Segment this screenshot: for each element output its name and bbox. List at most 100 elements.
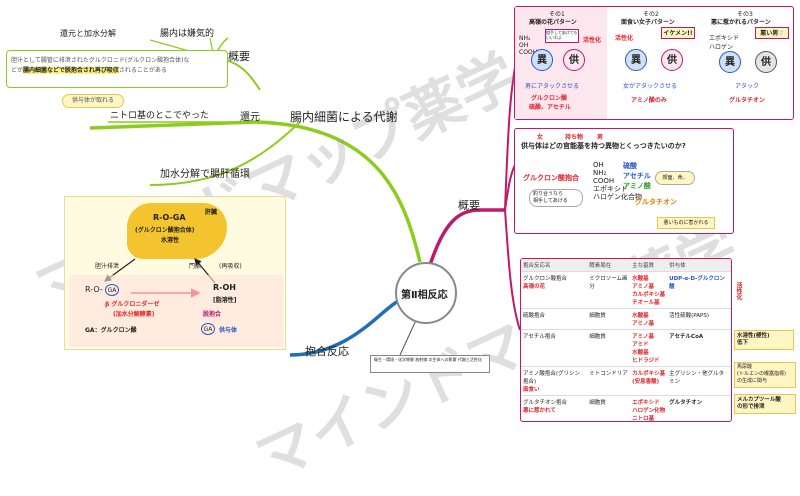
row-donor: 主グリシン・他グルタミン	[667, 366, 731, 396]
water-soluble: 水溶性	[161, 237, 180, 244]
rogA-sub: (グルクロン酸抱合体)	[135, 227, 195, 234]
liver-shape	[127, 203, 227, 259]
pattern-1: その1 高嶺の花パターン NH₂ OH COOH 相手してあげてもいいわよ 活性…	[515, 7, 607, 119]
pattern-2-bottom-a: アミノ酸のみ	[631, 97, 667, 104]
node-nitro[interactable]: ニトロ基のとこでやった	[110, 111, 210, 121]
portal-label: 門脈	[189, 263, 202, 270]
row-sub: カルボキシ基 (安息香酸)	[630, 366, 668, 396]
node-conjugation[interactable]: 抱合反応	[305, 345, 349, 358]
pattern-2-kyo: 供	[661, 49, 683, 71]
col-location: 酵素局在	[587, 259, 631, 272]
row-loc: 細胞質	[587, 395, 631, 421]
node-reduction[interactable]: 還元	[240, 112, 260, 123]
center-title: 第Ⅱ相反応	[401, 290, 448, 301]
pattern-2-left: 活性化	[615, 35, 634, 42]
node-overview[interactable]: 概要	[458, 199, 480, 212]
top-holding: 持ち物	[565, 134, 584, 141]
enzyme-sub: (加水分解酵素)	[113, 311, 155, 318]
center-note: 衛生・環境・化学物質 放射線 の生体への影響 代謝と活性化	[370, 355, 490, 373]
table-note-1: 水溶性(極性) 低下	[734, 330, 794, 350]
center-node[interactable]: 第Ⅱ相反応	[395, 262, 457, 324]
bile-label: 胆汁排泄	[95, 263, 120, 270]
pattern-3: その3 悪に惹かれるパターン エポキシド ハロゲン 悪い男♡ 異 供 アタック …	[703, 7, 795, 119]
pattern-1-active: 活性化	[583, 37, 602, 44]
ro-left: R-O-	[85, 285, 103, 294]
row-loc: ミトコンドリア	[587, 366, 631, 396]
pattern-2-bubble: イケメン!!	[661, 27, 695, 39]
bubble-left: 釣り合うなら 相手してあげる	[529, 189, 583, 207]
row-name: 硫酸抱合	[521, 308, 588, 330]
node-summary-label[interactable]: 概要	[228, 50, 250, 63]
pattern-2-iso: 異	[625, 49, 647, 71]
row-name: アセチル抱合	[521, 329, 588, 367]
acetyl-label: アセチル	[623, 172, 651, 180]
row-name-text: グルタチオン抱合	[523, 400, 568, 406]
row-name: グルタチオン抱合悪に惹かれて	[521, 395, 588, 421]
pattern-3-left: エポキシド ハロゲン	[709, 35, 740, 51]
pattern-1-attack: 男にアタックさせる	[525, 83, 580, 90]
col-name: 抱合反応名	[521, 259, 588, 272]
table-row: 硫酸抱合 細胞質 水酸基 アミノ基 活性硫酸(PAPS)	[521, 308, 731, 330]
roh-label: R-OH	[213, 283, 236, 292]
summary-text-line2: どが腸内細菌などで脱抱合され再び吸収されることがある	[11, 65, 167, 74]
supply-tag: 供与体が取れる	[62, 94, 124, 108]
functional-groups: OH NH₂ COOH エポキシド ハロゲン化合物	[593, 161, 642, 201]
row-donor: アセチルCoA	[667, 329, 731, 367]
row-name-text: アミノ酸抱合(グリシン抱合)	[523, 371, 581, 385]
intestine-zone	[69, 275, 283, 347]
row-sub: アミノ基 アミド 水酸基 ヒドラジド	[630, 329, 668, 367]
pattern-2: その2 面食い女子パターン 活性化 イケメン!! 異 供 女がアタックさせる ア…	[609, 7, 701, 119]
row-name-text: グルクロン酸抱合	[523, 276, 568, 282]
pattern-3-num: その3	[737, 11, 753, 18]
donor-label: 供与体	[219, 327, 238, 334]
pattern-3-iso: 異	[719, 51, 741, 73]
pattern-2-num: その2	[643, 11, 659, 18]
row-name-red: 面食い	[523, 387, 540, 393]
deconj-label: 脱抱合	[203, 311, 222, 318]
enzyme-label: β グルクロニダーゼ	[105, 301, 160, 308]
conjugation-table: 抱合反応名 酵素局在 主な基質 供与体 グルクロン酸抱合高嶺の花 ミクロソーム画…	[521, 259, 731, 421]
pattern-3-bottom-a: グルタチオン	[729, 97, 766, 104]
table-header: 抱合反応名 酵素局在 主な基質 供与体	[521, 259, 731, 272]
table-active-side: 活性化	[735, 282, 742, 300]
node-reduce-hydrolysis[interactable]: 還元と加水分解	[60, 29, 116, 38]
glucuronide-label: グルクロン酸抱合	[523, 174, 579, 182]
liver-label: 肝臓	[205, 209, 218, 216]
col-donor: 供与体	[667, 259, 731, 272]
pattern-1-left: NH₂ OH COOH	[519, 35, 538, 56]
rogA-label: R-O-GA	[153, 213, 186, 222]
row-name-red: 高嶺の花	[523, 284, 546, 290]
node-anaerobic[interactable]: 腸内は嫌気的	[160, 29, 215, 39]
table-note-2: 馬尿酸 (トルエンの曝露指標) の生成に関与	[734, 362, 796, 388]
pattern-1-title: 高嶺の花パターン	[529, 19, 577, 26]
pattern-3-title: 悪に惹かれるパターン	[711, 19, 771, 26]
row-loc: 細胞質	[587, 308, 631, 330]
table-note-3: メルカプツール酸 の形で排泄	[734, 394, 796, 414]
summary-text-2a: どが	[11, 67, 24, 74]
node-metabolism[interactable]: 腸内細菌による代謝	[290, 110, 398, 124]
row-donor: グルタチオン	[667, 395, 731, 421]
amino-label: アミノ酸	[623, 182, 651, 190]
table-row: アセチル抱合 細胞質 アミノ基 アミド 水酸基 ヒドラジド アセチルCoA	[521, 329, 731, 367]
summary-highlight: 腸内細菌などで脱抱合され再び吸収	[23, 67, 119, 74]
cycle-diagram: 肝臓 R-O-GA (グルクロン酸抱合体) 水溶性 胆汁排泄 門脈 (再吸収) …	[64, 196, 286, 350]
row-sub: 水酸基 アミノ基 カルボキシ基 チオール基	[630, 271, 668, 309]
row-donor: UDP-α-D-グルクロン酸	[667, 271, 731, 309]
ga-definition: GA：グルクロン酸	[85, 327, 137, 334]
ga-circle: GA	[105, 284, 119, 296]
glutathione-label: グルタチオン	[635, 198, 677, 206]
pattern-1-bottom-a: グルクロン酸	[531, 95, 568, 102]
patterns-panel: その1 高嶺の花パターン NH₂ OH COOH 相手してあげてもいいわよ 活性…	[514, 6, 794, 120]
table-row: アミノ酸抱合(グリシン抱合)面食い ミトコンドリア カルボキシ基 (安息香酸) …	[521, 366, 731, 396]
row-donor: 活性硫酸(PAPS)	[667, 308, 731, 330]
row-name: グルクロン酸抱合高嶺の花	[521, 271, 588, 309]
reabsorb-label: (再吸収)	[219, 263, 242, 270]
row-loc: ミクロソーム画分	[587, 271, 631, 309]
fat-soluble: [脂溶性]	[213, 297, 237, 304]
top-male: 男	[597, 134, 604, 141]
question-text: 供与体はどの官能基を持つ異物とくっつきたいのか?	[521, 142, 686, 150]
node-hydrolysis[interactable]: 加水分解で腸肝循環	[160, 169, 250, 180]
row-loc: 細胞質	[587, 329, 631, 367]
pattern-1-iso: 異	[531, 49, 553, 71]
col-substrate: 主な基質	[630, 259, 668, 272]
